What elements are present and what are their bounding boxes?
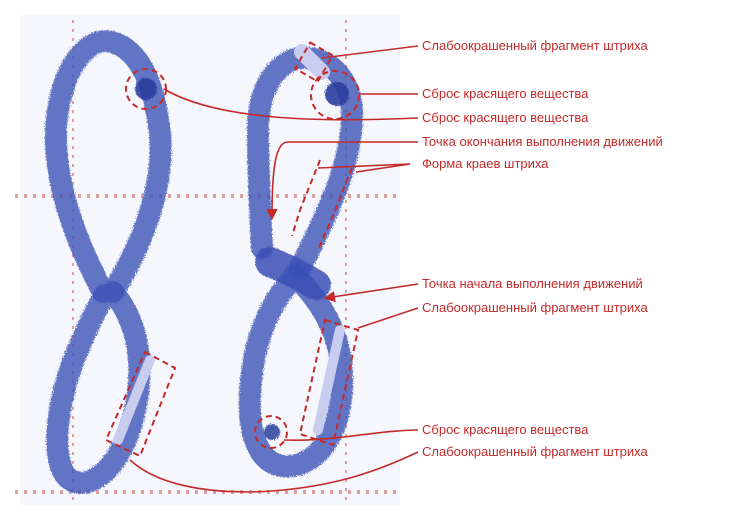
left-dye-dot xyxy=(135,78,157,100)
bottom-dye-dot xyxy=(264,424,280,440)
label-weak-fragment-top: Слабоокрашенный фрагмент штриха xyxy=(422,38,648,54)
label-stroke-edge-shape: Форма краев штриха xyxy=(422,156,548,172)
label-dye-release-1: Сброс красящего вещества xyxy=(422,86,588,102)
label-weak-fragment-bottom: Слабоокрашенный фрагмент штриха xyxy=(422,444,648,460)
label-movement-end-point: Точка окончания выполнения движений xyxy=(422,134,663,150)
label-weak-fragment-mid: Слабоокрашенный фрагмент штриха xyxy=(422,300,648,316)
label-movement-start-point: Точка начала выполнения движений xyxy=(422,276,643,292)
right-dye-dot xyxy=(325,82,349,106)
label-dye-release-3: Сброс красящего вещества xyxy=(422,422,588,438)
label-dye-release-2: Сброс красящего вещества xyxy=(422,110,588,126)
